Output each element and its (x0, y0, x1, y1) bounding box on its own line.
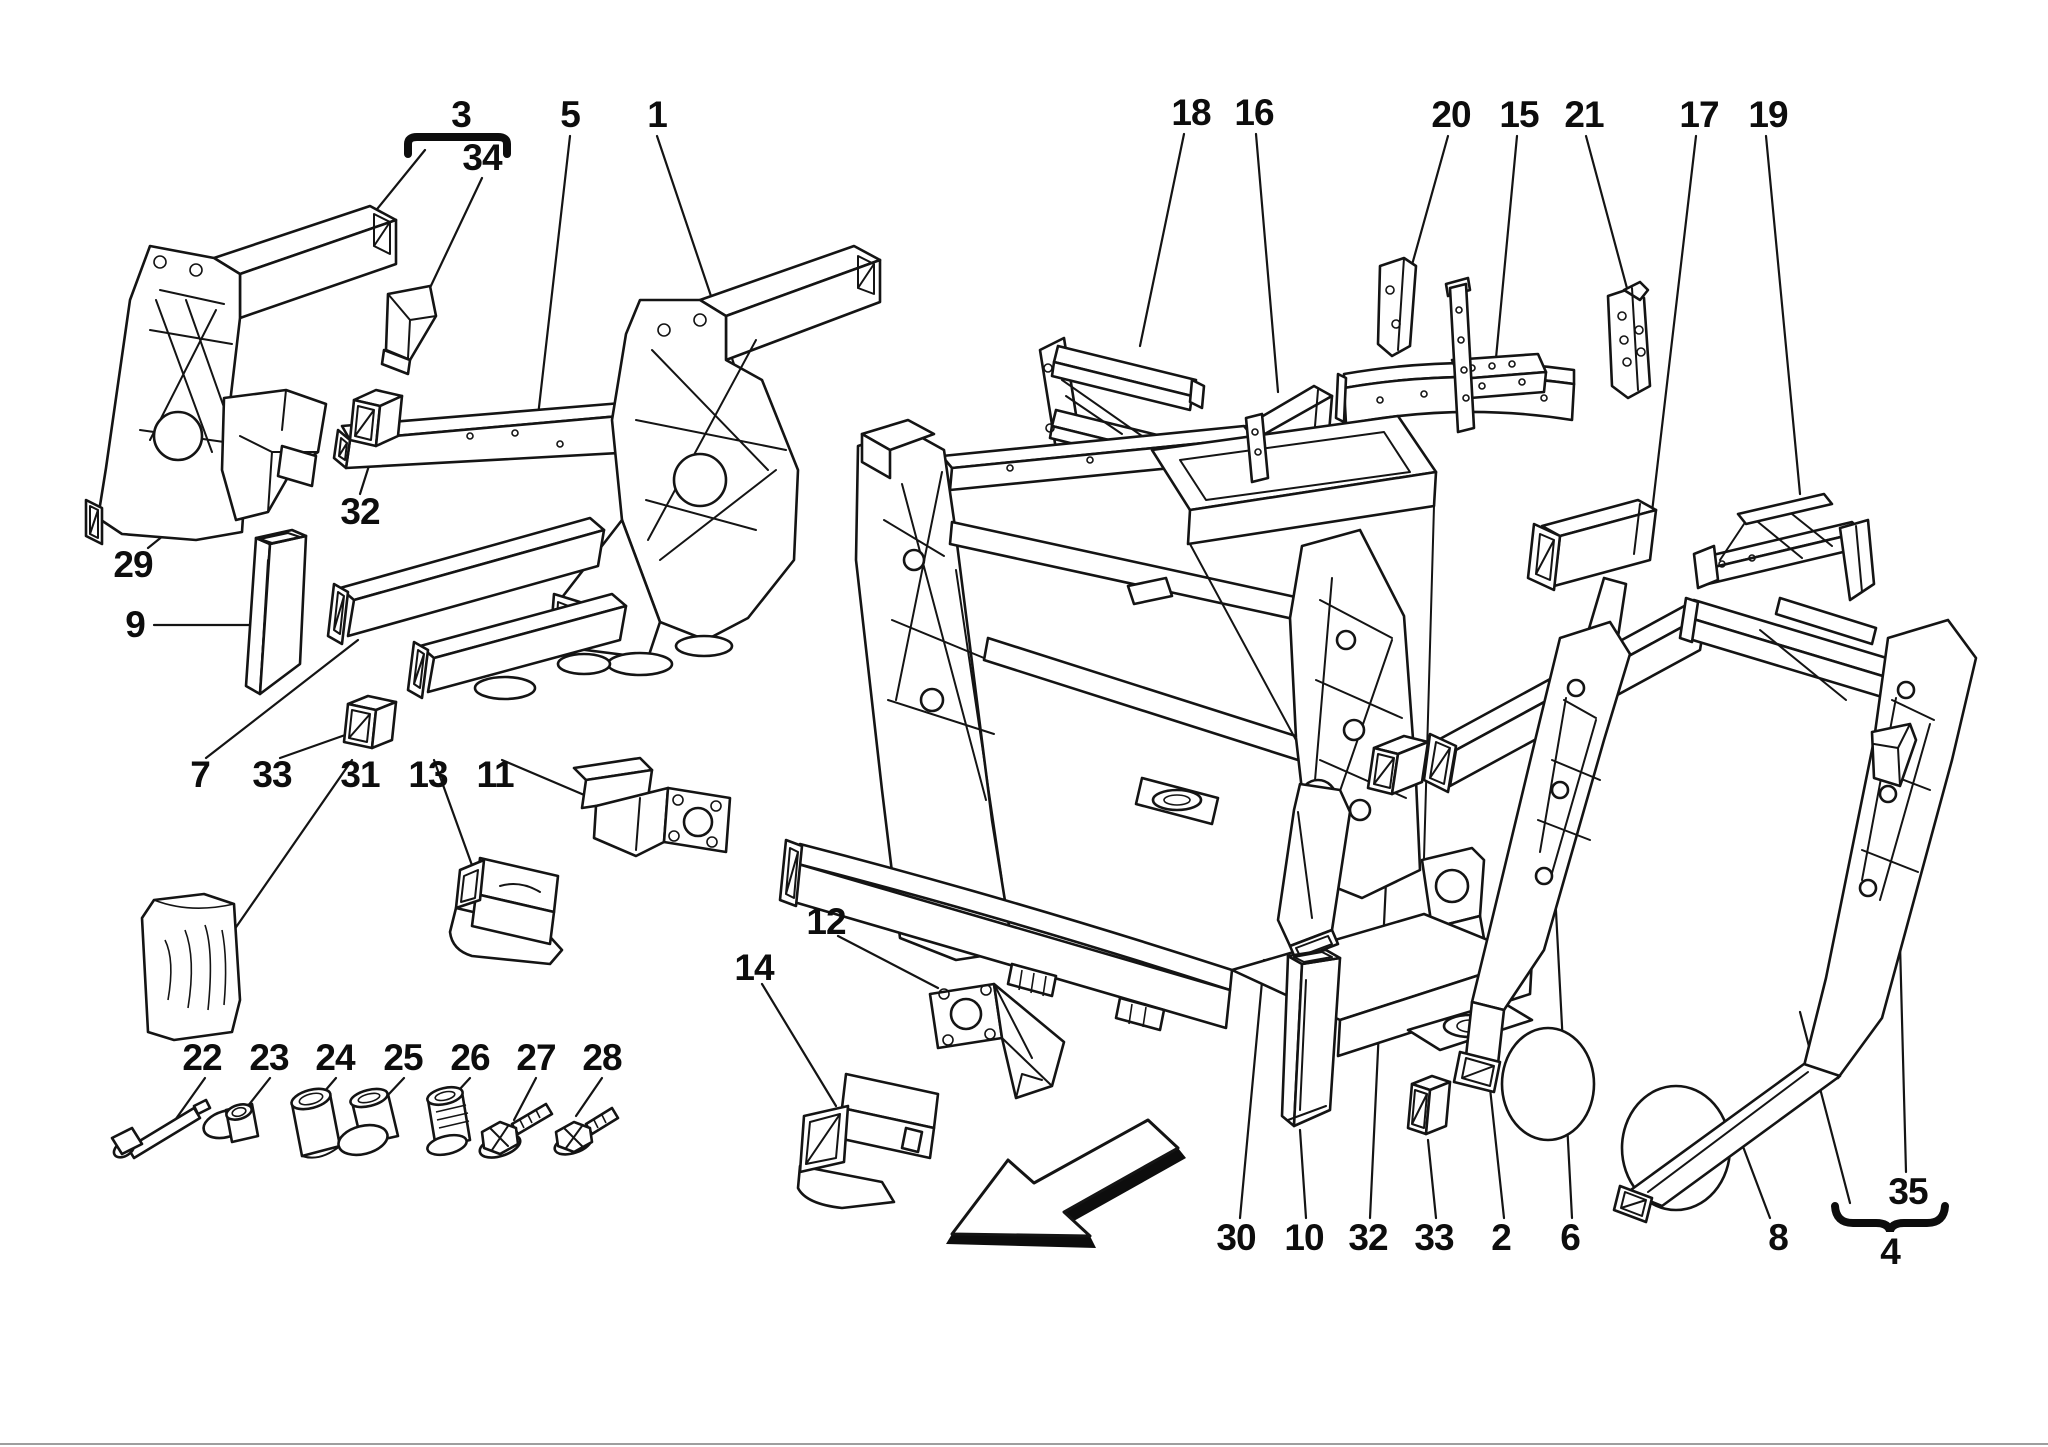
callout-17: 17 (1679, 94, 1719, 135)
callout-23: 23 (249, 1037, 289, 1078)
part-gusset-21 (1606, 280, 1652, 400)
fastener-nut-23 (202, 1102, 260, 1144)
part-leg-assembly-8 (1612, 596, 1978, 1224)
callout-7: 7 (190, 754, 211, 795)
assembly-braces (404, 133, 1949, 1233)
callout-1: 1 (647, 94, 668, 135)
callout-14: 14 (734, 947, 774, 988)
callout-2: 2 (1491, 1217, 1512, 1258)
callout-13: 13 (408, 754, 448, 795)
callout-18: 18 (1171, 92, 1211, 133)
callout-29: 29 (113, 544, 153, 585)
part-bracket-12 (928, 982, 1066, 1100)
brace-assembly-4 (1831, 1202, 1949, 1233)
callout-15: 15 (1499, 94, 1539, 135)
part-strut-30 (1276, 778, 1352, 962)
part-bracket-14 (796, 1072, 940, 1210)
part-bracket-11 (572, 756, 732, 858)
callout-28: 28 (582, 1037, 622, 1078)
fastener-bolt-28 (553, 1106, 620, 1156)
callout-24: 24 (315, 1037, 355, 1078)
part-wedge-35 (1870, 722, 1918, 788)
part-sleeve-32-left (348, 388, 404, 448)
callout-4: 4 (1880, 1231, 1901, 1272)
callout-21: 21 (1564, 94, 1604, 135)
part-lower-beam (406, 592, 628, 701)
part-frame-element-3 (84, 204, 398, 546)
callout-32-right: 32 (1348, 1217, 1388, 1258)
part-crossmember-5 (332, 400, 644, 470)
part-sleeve-33-right (1406, 1074, 1452, 1136)
callout-30: 30 (1216, 1217, 1256, 1258)
part-beam-7 (326, 516, 606, 646)
callout-12: 12 (806, 901, 846, 942)
part-pillar-9 (244, 528, 308, 696)
part-sleeve-33-left (342, 694, 398, 750)
part-bracket-13 (448, 856, 564, 966)
callout-25: 25 (383, 1037, 423, 1078)
callout-31: 31 (340, 754, 380, 795)
callout-19: 19 (1748, 94, 1788, 135)
part-leg-assembly-2 (1452, 576, 1632, 1142)
callout-27: 27 (516, 1037, 556, 1078)
direction-arrow-left-icon (946, 1118, 1186, 1248)
callout-35: 35 (1888, 1171, 1928, 1212)
fastener-sleeve-24 (290, 1087, 342, 1159)
part-pad-31 (140, 892, 242, 1042)
callout-3: 3 (451, 94, 472, 135)
callout-6: 6 (1560, 1217, 1581, 1258)
fastener-rivnut-26 (426, 1085, 472, 1157)
part-gusset-20 (1376, 256, 1418, 358)
callout-26: 26 (450, 1037, 490, 1078)
fastener-rivet-22 (110, 1098, 212, 1160)
part-box-tube-17 (1526, 498, 1658, 592)
callout-9: 9 (125, 604, 146, 645)
fastener-rivnut-25 (337, 1087, 400, 1157)
callout-33-right: 33 (1414, 1217, 1454, 1258)
part-sleeve-32-right (1366, 734, 1430, 796)
callout-22: 22 (182, 1037, 222, 1078)
brace-assembly-3 (404, 133, 511, 158)
callout-8: 8 (1768, 1217, 1789, 1258)
callout-5: 5 (560, 94, 581, 135)
callout-33-left: 33 (252, 754, 292, 795)
callout-11: 11 (476, 754, 514, 795)
part-corner-bracket-19 (1692, 492, 1876, 602)
callout-20: 20 (1431, 94, 1471, 135)
callout-34: 34 (462, 137, 502, 178)
callout-10: 10 (1284, 1217, 1324, 1258)
part-end-wedge-34 (380, 284, 438, 376)
callout-32-left: 32 (340, 491, 380, 532)
fastener-bolt-27 (478, 1102, 554, 1159)
part-bracket-29 (220, 388, 328, 522)
part-column-10 (1280, 948, 1342, 1128)
callout-16: 16 (1234, 92, 1274, 133)
